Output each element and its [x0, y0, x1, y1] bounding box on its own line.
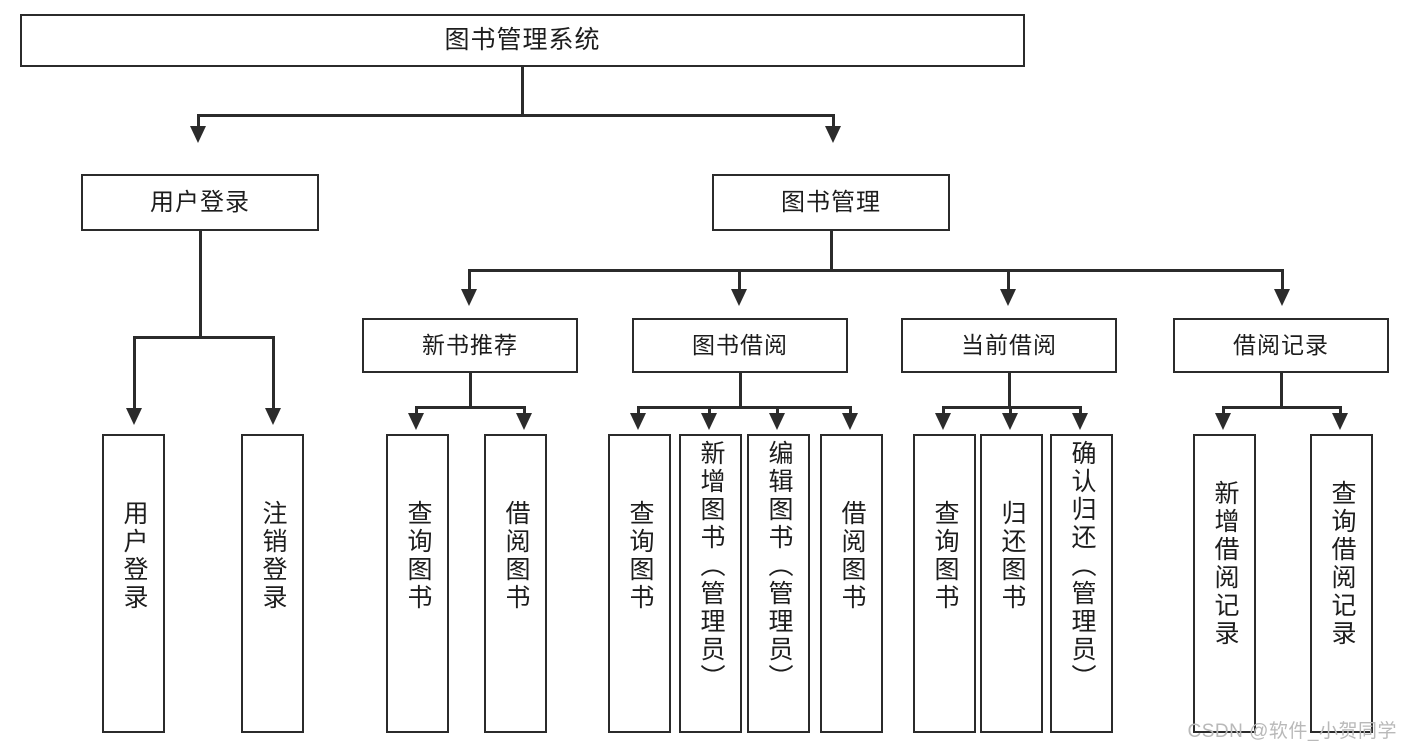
node-label: 查询图书	[626, 500, 654, 612]
arrow-currentborrow-child-1	[935, 413, 951, 430]
arrow-currentborrow-child-2	[1002, 413, 1018, 430]
leaf-bookborrow-borrow-book[interactable]: 借阅图书	[820, 434, 883, 733]
connector-newbook-drop-1	[415, 406, 418, 416]
node-label: 图书借阅	[692, 332, 788, 359]
leaf-bookborrow-add-book-admin[interactable]: 新增图书（管理员）	[679, 434, 742, 733]
arrow-to-new-book-rec	[461, 289, 477, 306]
connector-userlogin-stem	[199, 231, 202, 336]
connector-bookmgmt-drop-3	[1007, 269, 1010, 291]
connector-bookborrow-drop-2	[708, 406, 711, 416]
node-borrow-record[interactable]: 借阅记录	[1173, 318, 1389, 373]
node-book-management[interactable]: 图书管理	[712, 174, 950, 231]
arrow-newbook-child-1	[408, 413, 424, 430]
connector-bookborrow-stem	[739, 373, 742, 406]
connector-borrowrecord-bus	[1222, 406, 1341, 409]
node-label: 借阅记录	[1233, 332, 1329, 359]
node-label: 确认归还（管理员）	[1068, 440, 1096, 692]
node-label: 编辑图书（管理员）	[765, 440, 793, 692]
arrow-to-book-borrow	[731, 289, 747, 306]
connector-root-drop-right	[832, 114, 835, 128]
connector-currentborrow-drop-2	[1009, 406, 1012, 416]
arrow-bookborrow-child-4	[842, 413, 858, 430]
node-label: 新书推荐	[422, 332, 518, 359]
watermark-text: CSDN @软件_小贺同学	[1187, 721, 1397, 742]
connector-bookmgmt-drop-1	[468, 269, 471, 291]
leaf-currentborrow-return-book[interactable]: 归还图书	[980, 434, 1043, 733]
arrow-to-current-borrow	[1000, 289, 1016, 306]
arrow-to-leaf-user-login	[126, 408, 142, 425]
connector-bookborrow-drop-4	[849, 406, 852, 416]
leaf-currentborrow-confirm-return-admin[interactable]: 确认归还（管理员）	[1050, 434, 1113, 733]
connector-bookborrow-bus	[637, 406, 851, 409]
node-label: 归还图书	[998, 500, 1026, 612]
leaf-bookborrow-edit-book-admin[interactable]: 编辑图书（管理员）	[747, 434, 810, 733]
connector-borrowrecord-drop-1	[1222, 406, 1225, 416]
node-label: 当前借阅	[961, 332, 1057, 359]
node-current-borrow[interactable]: 当前借阅	[901, 318, 1117, 373]
node-label: 借阅图书	[838, 500, 866, 612]
node-root-system[interactable]: 图书管理系统	[20, 14, 1025, 67]
arrow-to-leaf-logout	[265, 408, 281, 425]
connector-bookmgmt-bus	[468, 269, 1283, 272]
connector-currentborrow-drop-3	[1079, 406, 1082, 416]
leaf-logout[interactable]: 注销登录	[241, 434, 304, 733]
arrow-bookborrow-child-1	[630, 413, 646, 430]
connector-bookborrow-drop-1	[637, 406, 640, 416]
node-label: 借阅图书	[502, 500, 530, 612]
connector-currentborrow-drop-1	[942, 406, 945, 416]
arrow-to-user-login	[190, 126, 206, 143]
connector-root-bus	[197, 114, 834, 117]
connector-bookmgmt-drop-2	[738, 269, 741, 291]
leaf-user-login[interactable]: 用户登录	[102, 434, 165, 733]
connector-userlogin-drop-2	[272, 336, 275, 410]
node-book-borrow[interactable]: 图书借阅	[632, 318, 848, 373]
leaf-borrowrecord-query-record[interactable]: 查询借阅记录	[1310, 434, 1373, 733]
arrow-to-book-manage	[825, 126, 841, 143]
connector-root-drop-left	[197, 114, 200, 128]
connector-root-stem	[521, 67, 524, 114]
node-label: 查询借阅记录	[1328, 480, 1356, 648]
leaf-bookborrow-query-book[interactable]: 查询图书	[608, 434, 671, 733]
node-label: 新增借阅记录	[1211, 480, 1239, 648]
connector-userlogin-bus	[133, 336, 275, 339]
connector-borrowrecord-stem	[1280, 373, 1283, 406]
node-label: 用户登录	[150, 188, 250, 216]
connector-bookborrow-drop-3	[776, 406, 779, 416]
node-label: 图书管理系统	[444, 26, 601, 55]
connector-currentborrow-bus	[942, 406, 1081, 409]
node-label: 查询图书	[931, 500, 959, 612]
node-label: 新增图书（管理员）	[697, 440, 725, 692]
arrow-to-borrow-record	[1274, 289, 1290, 306]
arrow-newbook-child-2	[516, 413, 532, 430]
node-user-login[interactable]: 用户登录	[81, 174, 319, 231]
leaf-newbook-query-book[interactable]: 查询图书	[386, 434, 449, 733]
connector-borrowrecord-drop-2	[1339, 406, 1342, 416]
connector-bookmgmt-stem	[830, 231, 833, 269]
connector-bookmgmt-drop-4	[1281, 269, 1284, 291]
arrow-bookborrow-child-2	[701, 413, 717, 430]
connector-newbook-stem	[469, 373, 472, 406]
arrow-borrowrecord-child-1	[1215, 413, 1231, 430]
connector-newbook-drop-2	[523, 406, 526, 416]
arrow-borrowrecord-child-2	[1332, 413, 1348, 430]
node-label: 注销登录	[259, 500, 287, 612]
leaf-borrowrecord-add-record[interactable]: 新增借阅记录	[1193, 434, 1256, 733]
leaf-currentborrow-query-book[interactable]: 查询图书	[913, 434, 976, 733]
node-new-book-recommend[interactable]: 新书推荐	[362, 318, 578, 373]
node-label: 用户登录	[120, 500, 148, 612]
arrow-bookborrow-child-3	[769, 413, 785, 430]
arrow-currentborrow-child-3	[1072, 413, 1088, 430]
node-label: 查询图书	[404, 500, 432, 612]
node-label: 图书管理	[781, 188, 881, 216]
connector-currentborrow-stem	[1008, 373, 1011, 406]
connector-userlogin-drop-1	[133, 336, 136, 410]
leaf-newbook-borrow-book[interactable]: 借阅图书	[484, 434, 547, 733]
connector-newbook-bus	[415, 406, 525, 409]
